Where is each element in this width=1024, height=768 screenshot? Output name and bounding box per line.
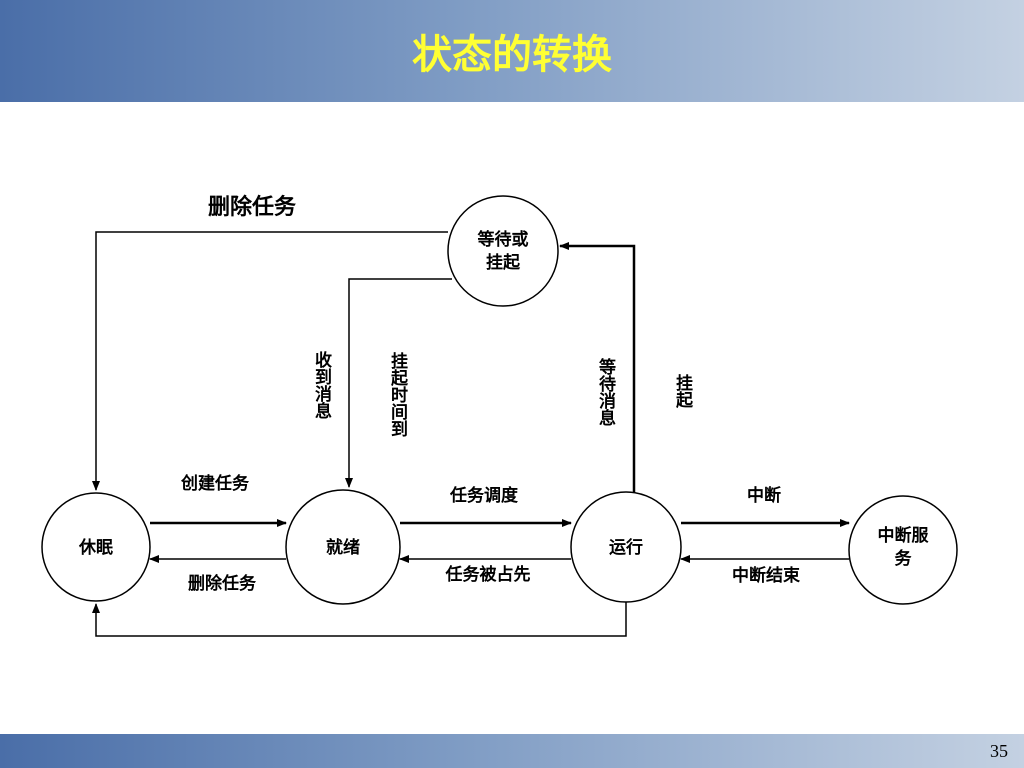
node-waiting-label-2: 挂起 — [486, 252, 521, 273]
edge-waiting-to-ready — [345, 278, 452, 488]
label-msg-received: 收到消息 — [311, 350, 332, 419]
slide-title: 状态的转换 — [412, 32, 612, 78]
label-wait-msg: 等待消息 — [595, 357, 616, 426]
node-interrupt-label-2: 务 — [895, 548, 913, 569]
label-task-schedule: 任务调度 — [449, 485, 519, 506]
node-ready: 就绪 — [285, 489, 401, 605]
node-ready-label: 就绪 — [326, 537, 360, 558]
label-suspend: 挂起 — [672, 373, 694, 409]
edge-waiting-to-sleep — [92, 231, 448, 491]
label-delete-task-top: 删除任务 — [208, 194, 297, 220]
label-task-preempted: 任务被占先 — [445, 564, 531, 585]
page-number: 35 — [990, 741, 1008, 761]
bottom-bar — [0, 734, 1024, 768]
label-interrupt-end: 中断结束 — [732, 565, 800, 586]
node-interrupt-label-1: 中断服 — [878, 525, 930, 546]
title-bar — [0, 0, 1024, 102]
node-running: 运行 — [570, 491, 682, 603]
edge-running-to-sleep — [92, 602, 627, 637]
edge-running-to-waiting — [559, 242, 636, 492]
label-interrupt: 中断 — [747, 485, 781, 506]
node-sleep-label: 休眠 — [78, 537, 113, 558]
label-delete-task: 删除任务 — [188, 573, 257, 594]
node-waiting-label-1: 等待或 — [478, 229, 529, 250]
node-running-label: 运行 — [609, 537, 643, 558]
label-suspend-timeout: 挂起时间到 — [387, 351, 409, 437]
label-create-task: 创建任务 — [180, 473, 250, 494]
node-interrupt: 中断服 务 — [848, 495, 958, 605]
node-waiting: 等待或 挂起 — [447, 195, 559, 307]
node-sleep: 休眠 — [41, 492, 151, 602]
